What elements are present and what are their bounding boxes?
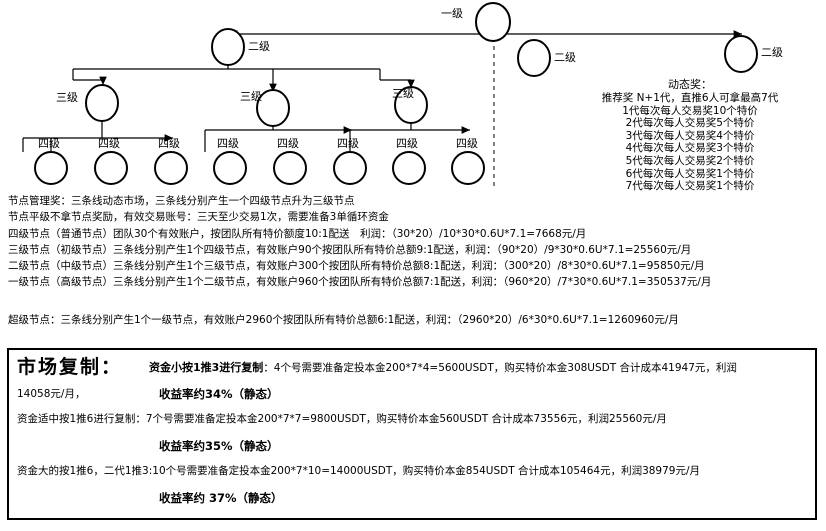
market-replication-title: 市场复制： xyxy=(17,356,123,378)
node-label-level4-2: 四级 xyxy=(98,137,120,150)
plan-2-body: 7个号需要准备定投本金200*7*7=9800USDT，购买特价本金560USD… xyxy=(145,413,667,425)
node-rule-line-5: 一级节点（高级节点）三条线分别产生1个二级节点，有效账户960个按团队所有特价总… xyxy=(8,276,712,289)
plan-1-lead: 资金小按1推3进行复制 xyxy=(149,361,264,374)
plan-2-rate: 收益率约35%（静态） xyxy=(159,439,279,453)
plan-row-2: 资金适中按1推6进行复制：7个号需要准备定投本金200*7*7=9800USDT… xyxy=(17,412,667,427)
dynamic-reward-line-3: 3代每次每人交易奖4个特价 xyxy=(625,129,755,142)
dynamic-reward-line-7: 7代每次每人交易奖1个特价 xyxy=(625,180,755,193)
plan-2-lead: 资金适中按1推6进行复制： xyxy=(17,413,146,425)
dynamic-reward-line-6: 6代每次每人交易奖1个特价 xyxy=(625,167,755,180)
dynamic-reward-line-4: 4代每次每人交易奖3个特价 xyxy=(625,142,755,155)
node-rule-line-4: 二级节点（中级节点）三条线分别产生1个三级节点，有效账户300个按团队所有特价总… xyxy=(8,260,705,273)
hierarchy-diagram: 一级 二级 二级 二级 三级 三级 三级 四级 四级 四级 四级 四级 四级 四… xyxy=(0,0,826,190)
plan-3-body: 10个号需要准备定投本金200*7*10=14000USDT，购买特价本金854… xyxy=(152,465,701,477)
node-rule-line-1: 节点平级不拿节点奖励，有效交易账号：三天至少交易1次，需要准备3单循环资金 xyxy=(8,211,389,224)
plan-1-continuation: 14058元/月， xyxy=(17,388,86,400)
node-label-level4-7: 四级 xyxy=(396,137,418,150)
node-label-level4-6: 四级 xyxy=(337,137,359,150)
node-label-level2-b: 二级 xyxy=(554,51,576,64)
plan-row-1: 资金小按1推3进行复制：4个号需要准备定投本金200*7*4=5600USDT，… xyxy=(149,360,814,376)
dynamic-reward-title: 动态奖： xyxy=(668,78,712,91)
node-label-level3-a: 三级 xyxy=(56,91,78,104)
plan-row-3: 资金大的按1推6，二代1推3:10个号需要准备定投本金200*7*10=1400… xyxy=(17,464,700,479)
node-label-level4-1: 四级 xyxy=(38,137,60,150)
node-label-level2-c: 二级 xyxy=(761,46,783,59)
plan-1-rate: 收益率约34%（静态） xyxy=(159,387,279,401)
node-rule-line-3: 三级节点（初级节点）三条线分别产生1个四级节点，有效账户90个按团队所有特价总额… xyxy=(8,243,692,256)
tree-connector-lines xyxy=(22,2,758,190)
node-label-level1-root: 一级 xyxy=(441,7,463,20)
node-label-level4-3: 四级 xyxy=(158,137,180,150)
dynamic-reward-line-1: 1代每次每人交易奖10个特价 xyxy=(622,104,758,117)
node-label-level4-4: 四级 xyxy=(217,137,239,150)
plan-3-lead: 资金大的按1推6，二代1推3: xyxy=(17,465,153,477)
dynamic-reward-line-5: 5代每次每人交易奖2个特价 xyxy=(625,154,755,167)
node-rules-block: 节点管理奖：三条线动态市场，三条线分别产生一个四级节点升为三级节点 节点平级不拿… xyxy=(8,193,820,291)
plan-1-body: ：4个号需要准备定投本金200*7*4=5600USDT，购买特价本金308US… xyxy=(263,362,737,374)
dynamic-reward-line-2: 2代每次每人交易奖5个特价 xyxy=(625,117,755,130)
super-node-rule: 超级节点：三条线分别产生1个一级节点，有效账户2960个按团队所有特价总额6:1… xyxy=(8,314,679,326)
node-label-level3-c: 三级 xyxy=(392,87,414,100)
node-rule-line-2: 四级节点（普通节点）团队30个有效账户，按团队所有特价额度10:1配送 利润：（… xyxy=(8,227,587,240)
node-rule-line-0: 节点管理奖：三条线动态市场，三条线分别产生一个四级节点升为三级节点 xyxy=(8,195,355,207)
dynamic-reward-block: 动态奖： 推荐奖 N+1代，直推6人可拿最高7代 1代每次每人交易奖10个特价 … xyxy=(556,78,824,193)
plan-3-rate: 收益率约 37%（静态） xyxy=(159,491,283,505)
node-label-level2-a: 二级 xyxy=(248,40,270,53)
node-label-level3-b: 三级 xyxy=(240,90,262,103)
node-label-level4-8: 四级 xyxy=(456,137,478,150)
market-replication-box: 市场复制： 资金小按1推3进行复制：4个号需要准备定投本金200*7*4=560… xyxy=(7,348,817,520)
node-label-level4-5: 四级 xyxy=(277,137,299,150)
dynamic-reward-line-0: 推荐奖 N+1代，直推6人可拿最高7代 xyxy=(601,92,779,104)
